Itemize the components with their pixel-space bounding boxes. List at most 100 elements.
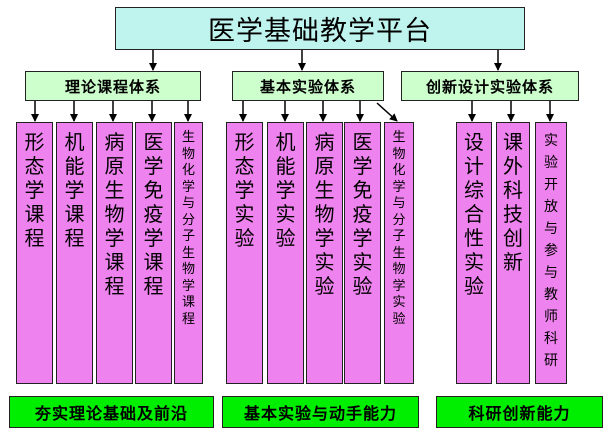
course-char: 物 — [181, 262, 195, 277]
course-char: 物 — [392, 262, 406, 277]
course-char: 医 — [352, 130, 373, 154]
course-immunology: 医学免疫学课程 — [135, 122, 172, 384]
course-char: 与 — [544, 265, 558, 281]
course-char: 原 — [314, 154, 335, 178]
course-char: 学 — [234, 178, 255, 202]
experiment-immunology: 医学免疫学实验 — [344, 122, 381, 384]
course-char: 态 — [234, 154, 255, 178]
course-char: 验 — [234, 226, 255, 250]
course-char: 师 — [544, 309, 558, 325]
course-char: 课 — [64, 202, 85, 226]
outcome-theory: 夯实理论基础及前沿 — [9, 396, 214, 428]
course-char: 态 — [24, 154, 45, 178]
course-char: 原 — [104, 154, 125, 178]
course-char: 研 — [544, 353, 558, 369]
course-char: 课 — [24, 202, 45, 226]
category-basic-experiment: 基本实验体系 — [232, 71, 384, 101]
course-char: 学 — [64, 178, 85, 202]
course-char: 化 — [181, 163, 195, 178]
course-char: 物 — [392, 146, 406, 162]
course-char: 形 — [24, 130, 45, 154]
course-char: 分 — [392, 212, 406, 228]
course-char: 学 — [275, 178, 296, 202]
course-char: 学 — [314, 226, 335, 250]
experiment-pathogen-biology: 病原生物学实验 — [306, 122, 343, 384]
outcome-innovation: 科研创新能力 — [436, 396, 603, 428]
category-innovation-experiment: 创新设计实验体系 — [401, 71, 579, 101]
course-char: 免 — [352, 178, 373, 202]
course-char: 验 — [275, 226, 296, 250]
course-char: 实 — [275, 202, 296, 226]
course-char: 化 — [392, 163, 406, 178]
course-char: 学 — [181, 179, 195, 195]
course-char: 子 — [392, 229, 406, 244]
course-char: 机 — [64, 130, 85, 154]
experiment-morphology: 形态学实验 — [226, 122, 263, 384]
design-comprehensive-experiment: 设计综合性实验 — [456, 122, 492, 384]
course-char: 生 — [181, 130, 195, 145]
course-char: 学 — [104, 226, 125, 250]
course-char: 生 — [104, 178, 125, 202]
course-char: 程 — [181, 311, 195, 327]
course-char: 计 — [464, 154, 484, 178]
extracurricular-innovation: 课外科技创新 — [496, 122, 530, 384]
course-char: 物 — [314, 202, 335, 226]
course-char: 学 — [392, 278, 406, 294]
course-char: 免 — [143, 178, 164, 202]
experiment-biochemistry: 生物化学与分子生物学实验 — [384, 122, 414, 384]
course-char: 生 — [314, 178, 335, 202]
category-theory: 理论课程体系 — [25, 71, 201, 101]
course-char: 子 — [181, 229, 195, 244]
course-char: 科 — [544, 331, 558, 347]
course-char: 教 — [544, 287, 558, 303]
course-char: 程 — [64, 226, 85, 250]
course-char: 生 — [392, 130, 406, 145]
course-char: 验 — [544, 155, 558, 171]
course-char: 与 — [392, 196, 406, 211]
course-char: 能 — [275, 154, 296, 178]
course-char: 实 — [234, 202, 255, 226]
course-char: 物 — [104, 202, 125, 226]
course-char: 设 — [464, 130, 484, 154]
course-char: 课 — [104, 250, 125, 274]
course-char: 验 — [464, 274, 484, 298]
course-char: 综 — [464, 178, 484, 202]
course-char: 学 — [143, 154, 164, 178]
course-pathogen-biology: 病原生物学课程 — [96, 122, 133, 384]
course-char: 参 — [544, 243, 558, 259]
course-char: 课 — [503, 130, 523, 154]
course-morphology: 形态学课程 — [16, 122, 53, 384]
course-char: 与 — [181, 196, 195, 211]
course-char: 课 — [181, 295, 195, 310]
experiment-physiology: 机能学实验 — [267, 122, 304, 384]
course-char: 新 — [503, 250, 523, 274]
course-char: 验 — [352, 274, 373, 298]
course-char: 分 — [181, 212, 195, 228]
course-char: 病 — [104, 130, 125, 154]
course-char: 实 — [392, 295, 406, 310]
course-char: 程 — [143, 274, 164, 298]
course-char: 能 — [64, 154, 85, 178]
course-char: 创 — [503, 226, 523, 250]
course-char: 医 — [143, 130, 164, 154]
course-char: 验 — [314, 274, 335, 298]
course-char: 实 — [352, 250, 373, 274]
course-char: 生 — [392, 245, 406, 261]
course-char: 程 — [104, 274, 125, 298]
course-physiology: 机能学课程 — [56, 122, 93, 384]
course-char: 性 — [464, 226, 484, 250]
course-char: 实 — [544, 133, 558, 149]
course-char: 技 — [503, 202, 523, 226]
course-char: 验 — [392, 311, 406, 327]
course-char: 机 — [275, 130, 296, 154]
course-char: 开 — [544, 177, 558, 193]
course-char: 学 — [392, 179, 406, 195]
course-char: 疫 — [352, 202, 373, 226]
course-char: 生 — [181, 245, 195, 261]
course-char: 科 — [503, 178, 523, 202]
course-char: 学 — [24, 178, 45, 202]
platform-title: 医学基础教学平台 — [115, 7, 525, 50]
course-char: 病 — [314, 130, 335, 154]
course-char: 学 — [143, 226, 164, 250]
course-char: 学 — [181, 278, 195, 294]
